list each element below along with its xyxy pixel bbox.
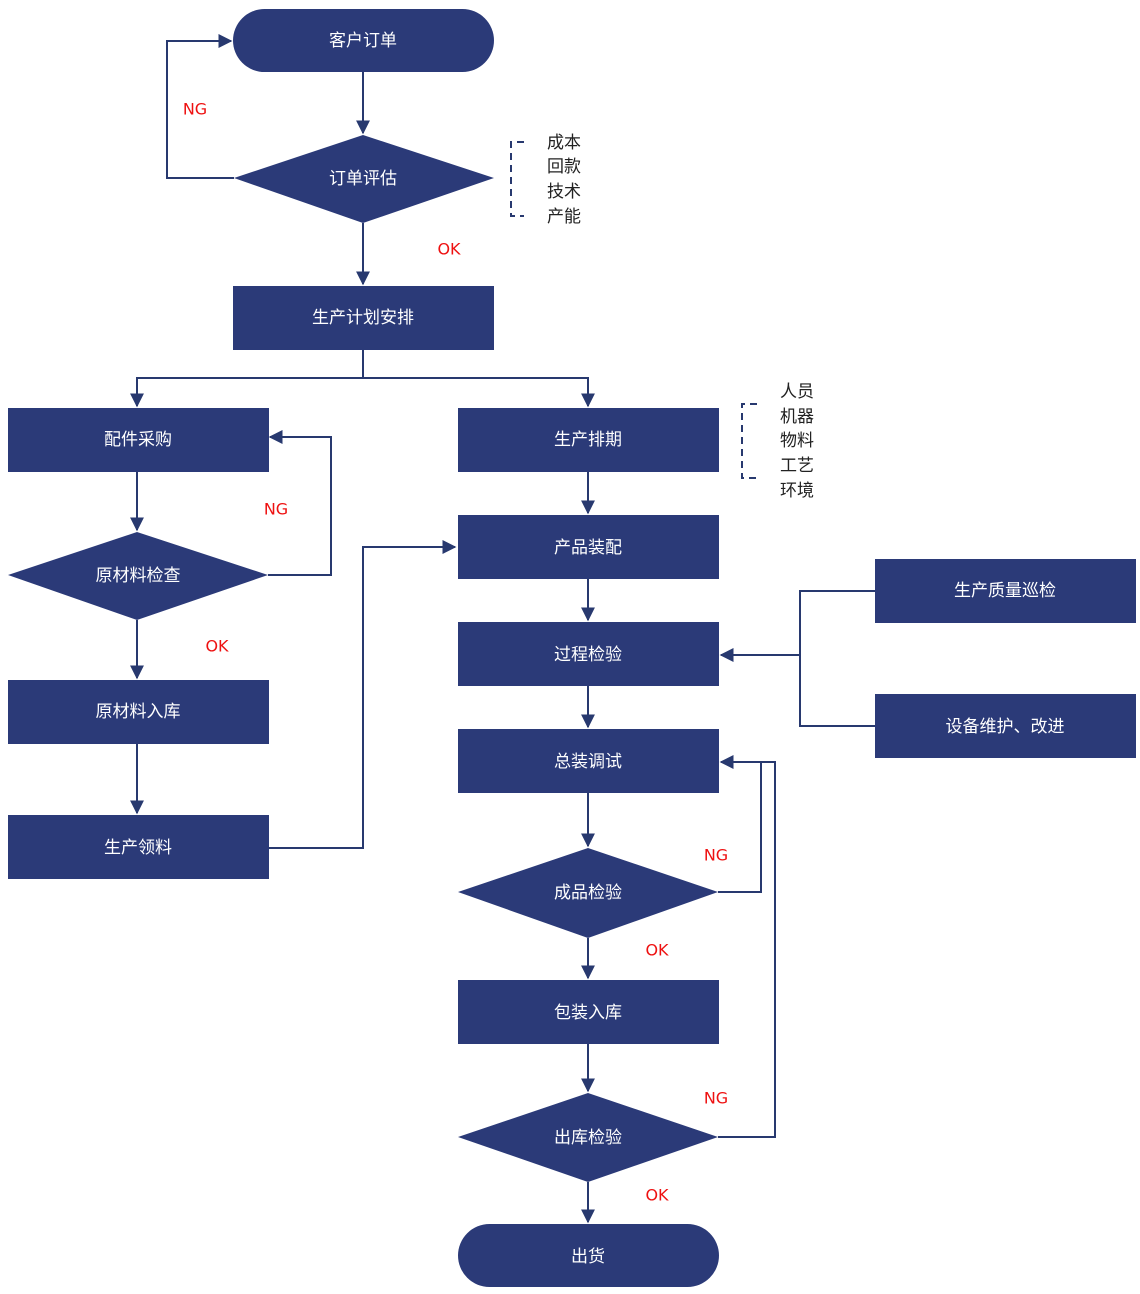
scheduling-factor: 人员 [780, 382, 814, 402]
edge-plan-to-scheduling [363, 377, 595, 408]
node-production-scheduling[interactable] [458, 408, 719, 472]
node-raw-material-storage[interactable] [8, 680, 269, 744]
node-finished-inspection[interactable] [458, 848, 718, 938]
node-outbound-inspection-label: 出库检验 [554, 1128, 622, 1148]
node-customer-order[interactable] [233, 9, 494, 72]
node-equipment-maintenance-label: 设备维护、改进 [946, 717, 1065, 737]
node-process-inspection-label: 过程检验 [554, 645, 622, 665]
node-customer-order-label: 客户订单 [329, 31, 397, 51]
label-finished-ok: OK [645, 941, 669, 960]
node-production-plan[interactable] [233, 286, 494, 350]
edge-finished-ng-loop [718, 755, 762, 893]
edge-outbound-ng-loop [718, 761, 776, 1138]
node-packing-storage-label: 包装入库 [554, 1003, 622, 1023]
scheduling-factor: 工艺 [780, 456, 814, 476]
node-final-debugging-label: 总装调试 [554, 752, 622, 772]
node-material-requisition[interactable] [8, 815, 269, 879]
scheduling-factor: 机器 [780, 407, 814, 427]
node-equipment-maintenance[interactable] [875, 694, 1136, 758]
label-raw-check-ng: NG [264, 500, 288, 519]
evaluation-factor: 技术 [547, 182, 581, 202]
node-product-assembly-label: 产品装配 [554, 538, 622, 558]
node-finished-inspection-label: 成品检验 [554, 883, 622, 903]
node-raw-material-storage-label: 原材料入库 [96, 702, 181, 722]
edge-requisition-to-assembly [269, 540, 457, 849]
nodes: 客户订单 订单评估 生产计划安排 配件采购 原材料检查 原材料入库 生产领料 生… [8, 9, 1136, 1287]
node-shipment[interactable] [458, 1224, 719, 1287]
evaluation-factor: 回款 [547, 157, 581, 177]
scheduling-factors-note: 人员 机器 物料 工艺 环境 [741, 382, 814, 501]
edge-side-bracket [799, 590, 875, 727]
node-raw-material-check-label: 原材料检查 [96, 566, 181, 586]
scheduling-factor: 物料 [780, 431, 814, 451]
label-outbound-ok: OK [645, 1186, 669, 1205]
label-raw-check-ok: OK [205, 637, 229, 656]
node-order-evaluation-label: 订单评估 [329, 169, 397, 189]
evaluation-factor: 产能 [547, 207, 581, 227]
label-order-eval-ok: OK [437, 240, 461, 259]
node-material-requisition-label: 生产领料 [104, 838, 172, 858]
node-final-debugging[interactable] [458, 729, 719, 793]
node-raw-material-check[interactable] [8, 532, 268, 620]
node-packing-storage[interactable] [458, 980, 719, 1044]
node-outbound-inspection[interactable] [458, 1093, 718, 1182]
evaluation-factors-note: 成本 回款 技术 产能 [510, 133, 581, 227]
node-production-scheduling-label: 生产排期 [554, 430, 622, 450]
node-parts-purchase[interactable] [8, 408, 269, 472]
node-parts-purchase-label: 配件采购 [104, 430, 172, 450]
node-production-plan-label: 生产计划安排 [312, 308, 414, 328]
node-shipment-label: 出货 [571, 1247, 605, 1267]
edge-rawcheck-ng-loop [268, 430, 332, 576]
scheduling-factor: 环境 [780, 481, 814, 501]
evaluation-factors-bracket [510, 141, 524, 217]
scheduling-factors-bracket [741, 403, 757, 479]
edges [130, 34, 875, 1224]
evaluation-factor: 成本 [547, 133, 581, 153]
edge-evaluation-ng-loop [166, 34, 234, 179]
edge-plan-to-purchase [130, 350, 364, 408]
node-process-inspection[interactable] [458, 622, 719, 686]
label-order-eval-ng: NG [183, 100, 207, 119]
node-quality-patrol-label: 生产质量巡检 [954, 581, 1056, 601]
node-order-evaluation[interactable] [234, 135, 494, 223]
node-quality-patrol[interactable] [875, 559, 1136, 623]
node-product-assembly[interactable] [458, 515, 719, 579]
label-outbound-ng: NG [704, 1089, 728, 1108]
label-finished-ng: NG [704, 846, 728, 865]
branch-labels: NG OK NG OK NG OK NG OK [183, 100, 728, 1205]
